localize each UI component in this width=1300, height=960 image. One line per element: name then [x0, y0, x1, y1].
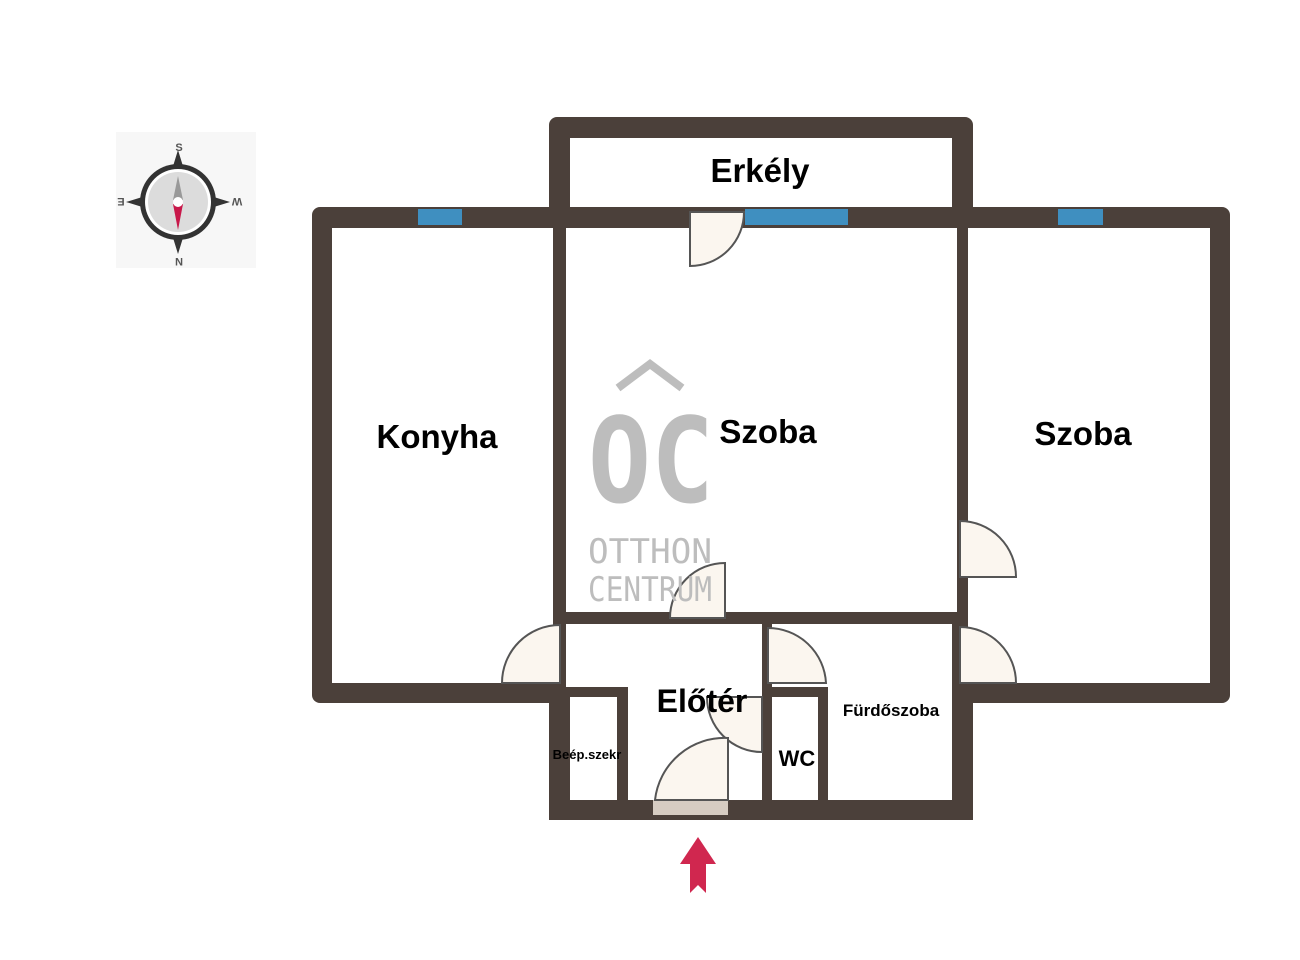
window-right-room: [1058, 209, 1103, 225]
label-balcony: Erkély: [710, 152, 810, 189]
window-balcony: [745, 209, 848, 225]
label-room-right: Szoba: [1034, 415, 1132, 452]
door-middle-room: [668, 561, 726, 619]
otthon-centrum-logo: OC OTTHON CENTRUM: [588, 359, 714, 610]
label-bathroom: Fürdőszoba: [843, 701, 940, 720]
door-rooms: [959, 519, 1018, 578]
label-closet: Beép.szekr: [553, 747, 622, 762]
windows: [418, 209, 1103, 225]
compass-north: N: [175, 255, 183, 267]
label-kitchen: Konyha: [376, 418, 498, 455]
door-balcony: [689, 211, 746, 268]
compass-icon: S N W E: [116, 132, 256, 268]
label-hall: Előtér: [657, 683, 748, 719]
compass-east: E: [117, 195, 124, 207]
logo-line2: CENTRUM: [588, 570, 712, 610]
door-right-room: [959, 625, 1018, 684]
door-wc: [705, 696, 763, 754]
entrance-arrow-icon: [680, 837, 716, 893]
logo-mark: OC: [588, 392, 714, 530]
window-kitchen: [418, 209, 462, 225]
logo-line1: OTTHON: [588, 532, 712, 572]
door-bathroom: [767, 626, 828, 684]
compass-south: S: [175, 142, 182, 154]
compass-west: W: [231, 195, 242, 207]
door-kitchen: [500, 623, 561, 684]
door-entrance: [653, 736, 729, 801]
label-wc: WC: [779, 746, 816, 771]
label-room-middle: Szoba: [719, 413, 817, 450]
entrance-threshold: [653, 800, 728, 815]
doors: [500, 211, 1018, 815]
